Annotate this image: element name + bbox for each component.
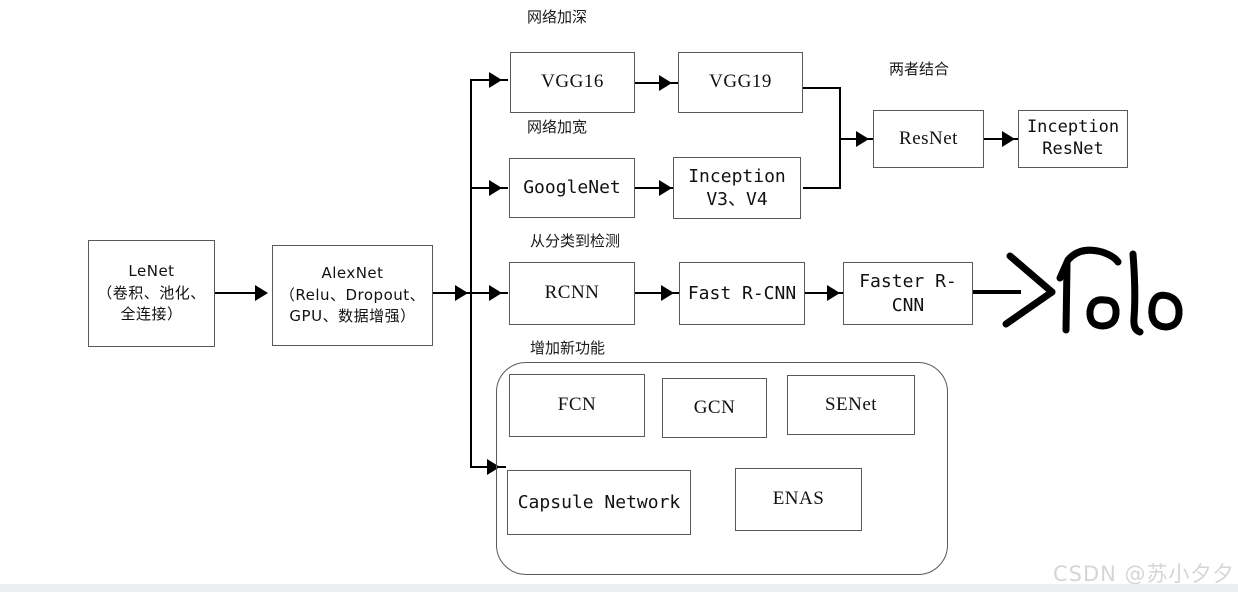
caption-network-widen: 网络加宽 bbox=[527, 118, 588, 136]
node-faster-rcnn[interactable]: Faster R-CNN bbox=[843, 262, 973, 325]
connector-fastrcnn-fasterrcnn bbox=[802, 292, 849, 294]
node-capsule-network[interactable]: Capsule Network bbox=[507, 470, 691, 535]
yolo-ink-svg bbox=[1002, 246, 1183, 336]
arrowhead-lenet-alexnet bbox=[255, 285, 268, 301]
arrowhead-fastrcnn-fasterrcnn bbox=[827, 285, 840, 301]
caption-combine-both: 两者结合 bbox=[889, 60, 950, 78]
connector-rcnn-fastrcnn bbox=[635, 292, 683, 294]
arrowhead-rcnn-fastrcnn bbox=[661, 285, 674, 301]
group-new-features bbox=[496, 362, 948, 575]
node-googlenet[interactable]: GoogleNet bbox=[509, 158, 635, 218]
connector-vgg19-merge bbox=[803, 87, 841, 89]
arrowhead-alexnet-junction bbox=[455, 285, 468, 301]
connector-lenet-alexnet bbox=[215, 292, 259, 294]
connector-fasterrcnn-yolo bbox=[973, 290, 1021, 294]
arrowhead-branch-vgg16 bbox=[489, 72, 502, 88]
arrowhead-vgg16-vgg19 bbox=[659, 75, 672, 91]
connector-alexnet-junction bbox=[433, 292, 475, 294]
footer-bar bbox=[0, 584, 1238, 592]
node-lenet[interactable]: LeNet （卷积、池化、 全连接） bbox=[88, 240, 215, 347]
node-alexnet[interactable]: AlexNet （Relu、Dropout、 GPU、数据增强） bbox=[272, 245, 433, 346]
node-fcn[interactable]: FCN bbox=[509, 374, 645, 437]
handwritten-yolo-annotation bbox=[1000, 240, 1190, 345]
csdn-watermark: CSDN @苏小夕夕 bbox=[1053, 562, 1235, 586]
node-gcn[interactable]: GCN bbox=[662, 378, 767, 438]
node-inception-v3-v4[interactable]: Inception V3、V4 bbox=[673, 157, 801, 219]
arrowhead-merge-resnet bbox=[856, 131, 869, 147]
arrowhead-googlenet-inception bbox=[659, 180, 672, 196]
node-senet[interactable]: SENet bbox=[787, 375, 915, 435]
node-vgg16[interactable]: VGG16 bbox=[510, 52, 635, 113]
connector-inception-merge bbox=[803, 187, 841, 189]
arrowhead-branch-googlenet bbox=[489, 180, 502, 196]
caption-network-deepen: 网络加深 bbox=[527, 8, 588, 26]
arrowhead-resnet-inceptionresnet bbox=[1002, 131, 1015, 147]
caption-classification-to-detection: 从分类到检测 bbox=[530, 232, 621, 250]
node-resnet[interactable]: ResNet bbox=[873, 110, 984, 168]
node-enas[interactable]: ENAS bbox=[735, 468, 862, 531]
connector-vgg16-vgg19 bbox=[635, 82, 679, 84]
node-inception-resnet[interactable]: Inception ResNet bbox=[1018, 110, 1128, 168]
node-rcnn[interactable]: RCNN bbox=[509, 262, 635, 325]
caption-add-new-features: 增加新功能 bbox=[530, 339, 606, 357]
connector-branch-bus bbox=[470, 79, 472, 467]
node-fast-rcnn[interactable]: Fast R-CNN bbox=[679, 262, 805, 325]
node-vgg19[interactable]: VGG19 bbox=[678, 52, 803, 113]
arrowhead-branch-rcnn bbox=[489, 285, 502, 301]
connector-googlenet-inception bbox=[635, 187, 679, 189]
